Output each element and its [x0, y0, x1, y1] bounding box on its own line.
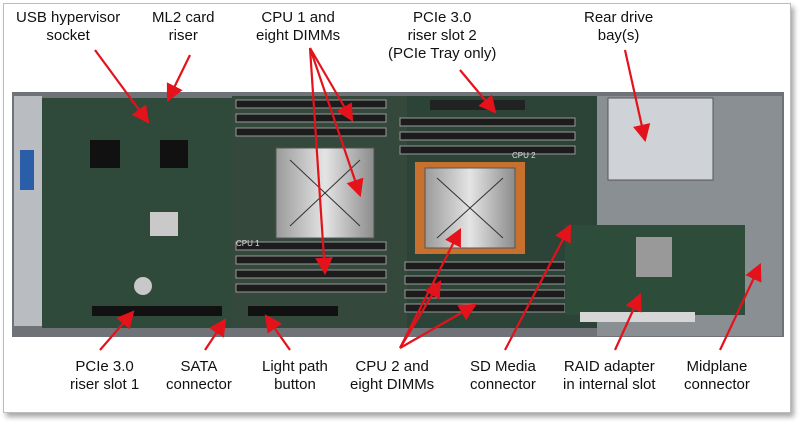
label-line: riser slot 2	[407, 27, 477, 44]
label-line: eight DIMMs	[350, 376, 435, 393]
label-line: bay(s)	[597, 27, 640, 44]
arrow-pcie2	[459, 69, 497, 114]
label-line: CPU 1 and	[261, 9, 335, 26]
arrow-cpu2-c	[399, 303, 477, 349]
cpu1-silkscreen: CPU 1	[236, 239, 260, 248]
label-line: connector	[166, 376, 232, 393]
label-line: RAID adapter	[563, 358, 655, 375]
arrow-sata	[204, 318, 227, 351]
arrow-pcie1	[99, 310, 135, 351]
label-line: (PCIe Tray only)	[388, 45, 497, 62]
arrow-cpu1-c	[308, 47, 333, 276]
label-line: USB hypervisor	[16, 9, 121, 26]
label-line: connector	[470, 376, 536, 393]
label-line: PCIe 3.0	[75, 358, 134, 375]
label-line: PCIe 3.0	[413, 9, 472, 26]
label-line: ML2 card	[152, 9, 215, 26]
label-line: CPU 2 and	[355, 358, 429, 375]
callout-arrows	[94, 47, 762, 351]
components	[90, 97, 745, 322]
arrow-usb	[94, 49, 150, 124]
arrow-lightpath	[264, 314, 291, 351]
arrow-rear	[623, 49, 651, 143]
label-line: riser slot 1	[70, 376, 140, 393]
arrow-cpu1-a	[309, 47, 354, 122]
label-line: SD Media	[470, 358, 536, 375]
label-line: eight DIMMs	[256, 27, 341, 44]
label-line: Rear drive	[584, 9, 654, 26]
label-line: riser	[168, 27, 198, 44]
label-line: button	[274, 376, 316, 393]
arrow-cpu1-b	[308, 47, 364, 198]
cpu2-silkscreen: CPU 2	[512, 151, 536, 160]
label-line: Midplane	[686, 358, 748, 375]
label-line: socket	[46, 27, 90, 44]
cpu2-heatsink: CPU 2	[415, 151, 536, 254]
arrow-cpu2-b	[399, 280, 442, 349]
arrow-ml2	[166, 54, 191, 102]
label-line: Light path	[262, 358, 328, 375]
arrow-midplane	[719, 263, 762, 351]
dimm-slots	[235, 99, 576, 313]
arrow-raid	[613, 292, 642, 351]
label-line: in internal slot	[563, 376, 656, 393]
arrow-sd	[504, 224, 572, 351]
label-line: SATA	[180, 358, 218, 375]
label-line: connector	[684, 376, 750, 393]
